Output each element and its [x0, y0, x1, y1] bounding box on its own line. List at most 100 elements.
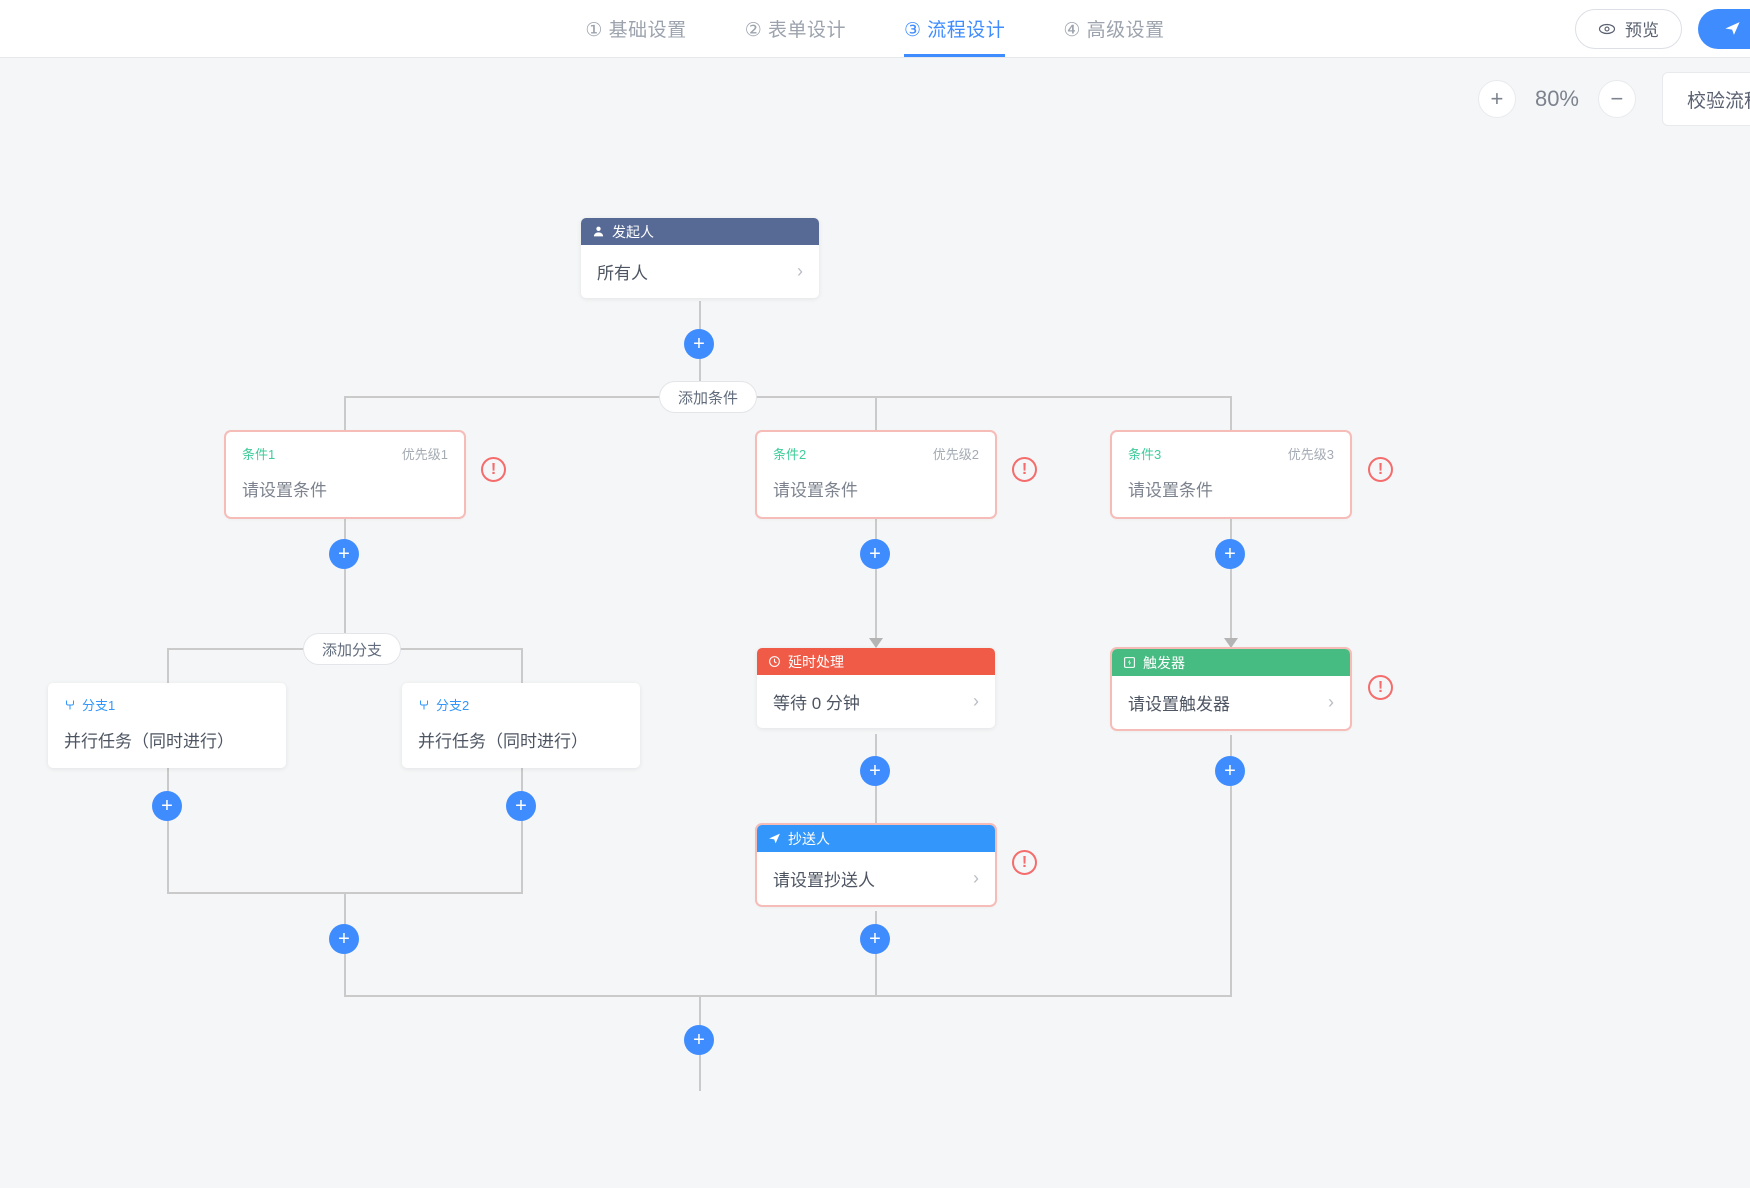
add-node-button-cond1[interactable]: + [329, 539, 359, 569]
preview-button[interactable]: 预览 [1575, 8, 1682, 49]
arrow-into-delay [869, 638, 883, 648]
tab-process-design[interactable]: ③ 流程设计 [904, 0, 1006, 57]
add-node-button-cond1-tail[interactable]: + [329, 924, 359, 954]
node-cc-value: 请设置抄送人 [773, 871, 875, 890]
add-node-button-cc[interactable]: + [860, 924, 890, 954]
tab-form-design[interactable]: ② 表单设计 [745, 0, 846, 57]
node-initiator-value: 所有人 [597, 264, 648, 283]
condition-2-error-badge[interactable]: ! [1012, 457, 1037, 482]
tab-basic-settings[interactable]: ① 基础设置 [585, 0, 686, 57]
condition-3-value: 请设置条件 [1128, 481, 1213, 500]
send-icon [1724, 20, 1741, 37]
zoom-out-button[interactable]: − [1597, 80, 1636, 118]
flow-canvas[interactable]: 发起人 所有人 › + 添加条件 条件1 优先级1 请设置条件 ! [0, 58, 1750, 1188]
condition-1-meta: 条件1 优先级1 [242, 444, 448, 463]
condition-2-value: 请设置条件 [773, 481, 858, 500]
tab-label: ① 基础设置 [585, 20, 687, 41]
branch-2-meta: 分支2 [418, 695, 624, 714]
add-node-button-initiator[interactable]: + [684, 329, 714, 359]
node-cc[interactable]: 抄送人 请设置抄送人 › [757, 825, 995, 905]
condition-2-meta: 条件2 优先级2 [773, 444, 979, 463]
condition-1-priority: 优先级1 [401, 447, 448, 462]
node-trigger-title: 触发器 [1143, 654, 1185, 671]
add-node-button-cond2[interactable]: + [860, 539, 890, 569]
top-bar: ① 基础设置 ② 表单设计 ③ 流程设计 ④ 高级设置 预览 [0, 0, 1750, 58]
add-node-button-cond3[interactable]: + [1215, 539, 1245, 569]
tab-advanced-settings[interactable]: ④ 高级设置 [1063, 0, 1164, 57]
tab-label: ④ 高级设置 [1063, 20, 1165, 41]
condition-2-priority: 优先级2 [932, 447, 979, 462]
top-bar-actions: 预览 发布 [1575, 0, 1750, 57]
trigger-error-badge[interactable]: ! [1368, 675, 1393, 700]
zoom-toolbar: + 80% − 校验流程 [0, 58, 1750, 140]
trigger-icon [1123, 656, 1136, 669]
arrow-into-trigger [1224, 638, 1238, 648]
clock-icon [768, 655, 781, 668]
node-initiator-body[interactable]: 所有人 › [581, 245, 819, 298]
node-cc-title: 抄送人 [788, 830, 830, 847]
node-delay-value: 等待 0 分钟 [773, 694, 860, 713]
eye-icon [1598, 20, 1616, 38]
node-trigger-value: 请设置触发器 [1128, 695, 1230, 714]
node-cc-body[interactable]: 请设置抄送人 › [757, 852, 995, 905]
chevron-right-icon: › [797, 261, 803, 281]
connector-cond2-down [875, 517, 877, 647]
branch-2-name: 分支2 [436, 698, 470, 713]
branch-1-meta: 分支1 [64, 695, 270, 714]
zoom-controls: + 80% − 校验流程 [1477, 72, 1750, 126]
node-trigger-body[interactable]: 请设置触发器 › [1112, 676, 1350, 729]
add-node-button-trigger[interactable]: + [1215, 756, 1245, 786]
add-node-button-branch1[interactable]: + [152, 791, 182, 821]
connector-branch-b-tail [521, 768, 523, 893]
connector-condition-bus-bottom [344, 995, 1232, 997]
chevron-right-icon: › [973, 691, 979, 711]
chevron-right-icon: › [973, 868, 979, 888]
connector-condition-bus-top [344, 396, 1232, 398]
branch-icon [64, 699, 76, 711]
connector-branch-b-down [521, 648, 523, 702]
add-branch-button[interactable]: 添加分支 [303, 633, 402, 665]
send-icon [768, 832, 781, 845]
cc-error-badge[interactable]: ! [1012, 850, 1037, 875]
flow-diagram: 发起人 所有人 › + 添加条件 条件1 优先级1 请设置条件 ! [0, 58, 1750, 1188]
branch-icon [418, 699, 430, 711]
node-condition-3[interactable]: 条件3 优先级3 请设置条件 [1112, 432, 1350, 517]
zoom-in-button[interactable]: + [1477, 80, 1516, 118]
node-initiator-header: 发起人 [581, 218, 819, 245]
node-delay[interactable]: 延时处理 等待 0 分钟 › [757, 648, 995, 728]
node-trigger-header: 触发器 [1112, 649, 1350, 676]
condition-3-error-badge[interactable]: ! [1368, 457, 1393, 482]
node-condition-2[interactable]: 条件2 优先级2 请设置条件 [757, 432, 995, 517]
condition-1-name: 条件1 [242, 447, 276, 462]
node-trigger[interactable]: 触发器 请设置触发器 › [1112, 649, 1350, 729]
add-node-button-delay[interactable]: + [860, 756, 890, 786]
node-branch-1[interactable]: 分支1 并行任务（同时进行） [48, 683, 286, 768]
condition-1-error-badge[interactable]: ! [481, 457, 506, 482]
branch-1-value: 并行任务（同时进行） [64, 732, 234, 751]
node-delay-body[interactable]: 等待 0 分钟 › [757, 675, 995, 728]
tab-label: ③ 流程设计 [904, 20, 1006, 41]
condition-3-name: 条件3 [1128, 447, 1162, 462]
connector-branch-a-tail [167, 768, 169, 893]
branch-2-value: 并行任务（同时进行） [418, 732, 588, 751]
connector-branch-a-down [167, 648, 169, 702]
wizard-tabs: ① 基础设置 ② 表单设计 ③ 流程设计 ④ 高级设置 [585, 0, 1164, 57]
publish-button[interactable]: 发布 [1698, 8, 1750, 49]
chevron-right-icon: › [1328, 692, 1334, 712]
condition-3-meta: 条件3 优先级3 [1128, 444, 1334, 463]
validate-process-button[interactable]: 校验流程 [1661, 72, 1750, 126]
condition-1-value: 请设置条件 [242, 481, 327, 500]
condition-2-name: 条件2 [773, 447, 807, 462]
add-node-button-tail[interactable]: + [684, 1025, 714, 1055]
node-cc-header: 抄送人 [757, 825, 995, 852]
add-condition-button[interactable]: 添加条件 [659, 381, 758, 413]
preview-label: 预览 [1625, 21, 1659, 40]
node-initiator[interactable]: 发起人 所有人 › [581, 218, 819, 298]
node-branch-2[interactable]: 分支2 并行任务（同时进行） [402, 683, 640, 768]
node-initiator-title: 发起人 [612, 223, 654, 240]
connector-cond1-down [344, 517, 346, 649]
node-delay-title: 延时处理 [788, 653, 844, 670]
node-condition-1[interactable]: 条件1 优先级1 请设置条件 [226, 432, 464, 517]
zoom-level-value: 80% [1534, 86, 1579, 111]
add-node-button-branch2[interactable]: + [506, 791, 536, 821]
